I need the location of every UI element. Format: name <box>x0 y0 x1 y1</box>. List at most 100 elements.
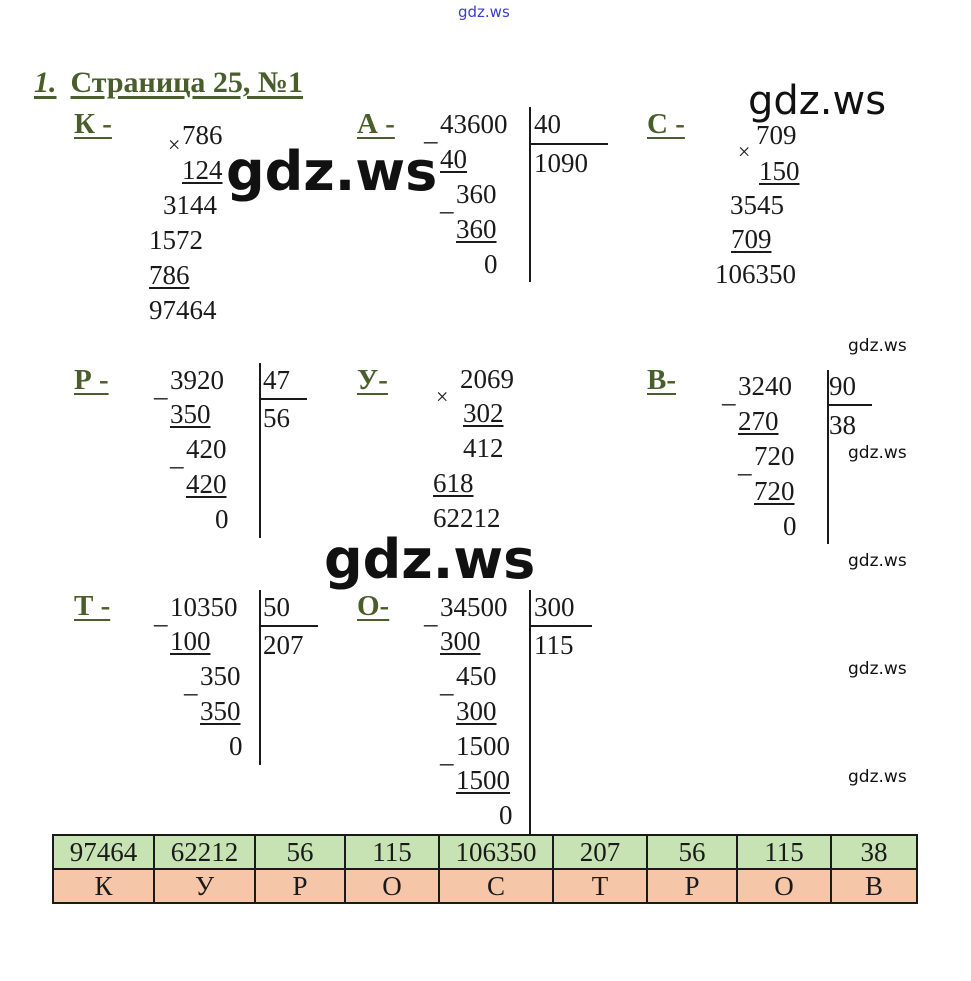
answer-value: 56 <box>254 834 346 870</box>
page-title: 1.Страница 25, №1 <box>34 66 303 100</box>
c-result: 106350 <box>715 259 796 289</box>
answer-letter: Р <box>646 868 738 904</box>
minus-sign: _ <box>440 186 454 216</box>
o-dividend: 34500 <box>440 592 508 622</box>
label-p: Р - <box>74 364 109 396</box>
watermark-small-2: gdz.ws <box>848 443 907 463</box>
answer-letter: У <box>153 868 256 904</box>
answer-letter: Р <box>254 868 346 904</box>
answer-letter: О <box>736 868 832 904</box>
answer-value: 62212 <box>153 834 256 870</box>
answer-value: 106350 <box>438 834 554 870</box>
t-remainder: 0 <box>229 731 243 761</box>
o-diff-2: 1500 <box>456 731 510 761</box>
answer-letter: В <box>830 868 918 904</box>
minus-sign: _ <box>440 668 454 698</box>
division-bar <box>259 363 261 538</box>
p-quotient: 56 <box>263 403 290 433</box>
t-diff-1: 350 <box>200 661 241 691</box>
minus-sign: _ <box>738 448 752 478</box>
divisor-line <box>530 143 608 145</box>
minus-sign: _ <box>154 372 168 402</box>
label-a: А - <box>357 108 395 140</box>
times-sign: × <box>436 384 449 409</box>
t-divisor: 50 <box>263 592 290 622</box>
label-k: К - <box>74 108 112 140</box>
o-sub-2: 300 <box>456 696 497 726</box>
p-divisor: 47 <box>263 365 290 395</box>
u-result: 62212 <box>433 503 501 533</box>
answer-table: 97464 62212 56 115 106350 207 56 115 38 … <box>52 834 918 904</box>
label-o: О- <box>357 590 390 622</box>
a-sub-1: 40 <box>440 144 467 174</box>
watermark-small-1: gdz.ws <box>848 336 907 356</box>
p-diff-1: 420 <box>186 434 227 464</box>
k-partial-2: 1572 <box>149 225 203 255</box>
k-factor-a: 786 <box>182 120 223 150</box>
a-remainder: 0 <box>484 249 498 279</box>
u-factor-b: 302 <box>463 398 504 428</box>
answer-value: 115 <box>344 834 440 870</box>
o-diff-1: 450 <box>456 661 497 691</box>
exercise-number: 1. <box>34 66 57 99</box>
b-divisor: 90 <box>829 371 856 401</box>
k-partial-1: 3144 <box>163 190 217 220</box>
b-diff-1: 720 <box>754 441 795 471</box>
answer-value: 38 <box>830 834 918 870</box>
b-quotient: 38 <box>829 410 856 440</box>
answer-letter: Т <box>552 868 648 904</box>
a-divisor: 40 <box>534 109 561 139</box>
o-sub-3: 1500 <box>456 765 510 795</box>
division-bar <box>529 590 531 834</box>
c-factor-a: 709 <box>756 120 797 150</box>
minus-sign: _ <box>424 599 438 629</box>
u-partial-2: 618 <box>433 468 474 498</box>
minus-sign: _ <box>184 668 198 698</box>
divisor-line <box>260 625 318 627</box>
c-partial-2: 709 <box>731 224 772 254</box>
watermark-small-4: gdz.ws <box>848 659 907 679</box>
times-sign: × <box>738 139 751 164</box>
watermark-big-2: gdz.ws <box>324 528 536 591</box>
t-sub-2: 350 <box>200 696 241 726</box>
b-dividend: 3240 <box>738 371 792 401</box>
watermark-small-5: gdz.ws <box>848 767 907 787</box>
divisor-line <box>828 404 872 406</box>
u-factor-a: 2069 <box>460 364 514 394</box>
answer-letter: О <box>344 868 440 904</box>
p-dividend: 3920 <box>170 365 224 395</box>
minus-sign: _ <box>722 378 736 408</box>
o-quotient: 115 <box>534 630 574 660</box>
a-sub-2: 360 <box>456 214 497 244</box>
o-divisor: 300 <box>534 592 575 622</box>
o-sub-1: 300 <box>440 626 481 656</box>
watermark-small-3: gdz.ws <box>848 551 907 571</box>
answer-values-row: 97464 62212 56 115 106350 207 56 115 38 <box>52 834 918 870</box>
minus-sign: _ <box>424 116 438 146</box>
p-sub-2: 420 <box>186 469 227 499</box>
b-remainder: 0 <box>783 511 797 541</box>
answer-letter: С <box>438 868 554 904</box>
o-remainder: 0 <box>499 800 513 830</box>
label-t: Т - <box>74 590 111 622</box>
k-result: 97464 <box>149 295 217 325</box>
times-sign: × <box>168 132 181 157</box>
answer-value: 115 <box>736 834 832 870</box>
c-factor-b: 150 <box>759 156 800 186</box>
division-bar <box>827 370 829 544</box>
label-b: В- <box>647 364 676 396</box>
division-bar <box>529 107 531 282</box>
answer-letters-row: К У Р О С Т Р О В <box>52 868 918 904</box>
t-sub-1: 100 <box>170 626 211 656</box>
a-quotient: 1090 <box>534 148 588 178</box>
divisor-line <box>260 398 307 400</box>
k-partial-3: 786 <box>149 260 190 290</box>
label-c: С - <box>647 108 685 140</box>
watermark-big-1: gdz.ws <box>226 140 438 203</box>
a-diff-1: 360 <box>456 179 497 209</box>
a-dividend: 43600 <box>440 109 508 139</box>
b-sub-2: 720 <box>754 476 795 506</box>
c-partial-1: 3545 <box>730 190 784 220</box>
divisor-line <box>530 625 592 627</box>
u-partial-1: 412 <box>463 433 504 463</box>
